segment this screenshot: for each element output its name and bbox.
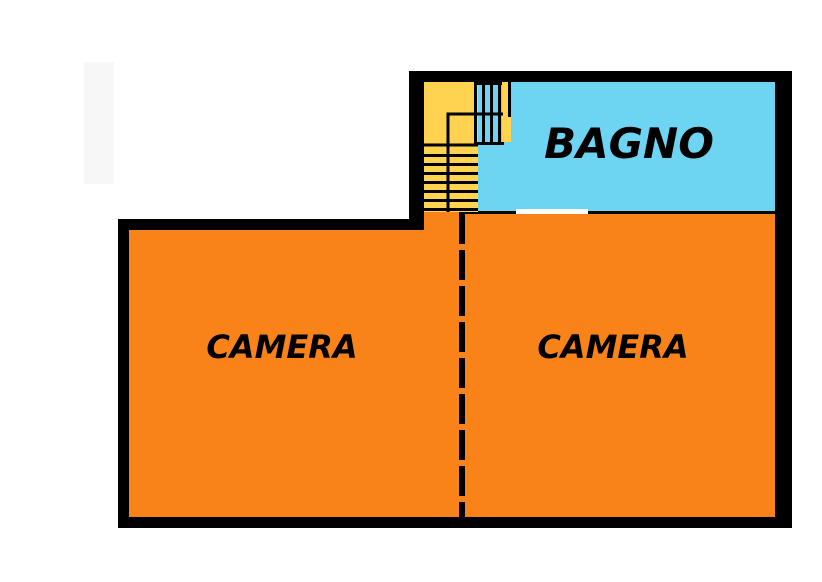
background-smudge <box>84 62 114 184</box>
bathroom-bedroom-wall <box>465 211 775 214</box>
bedroom-partition <box>459 212 465 517</box>
bathroom-label: BAGNO <box>544 119 714 168</box>
right-bedroom-label: CAMERA <box>537 328 688 366</box>
staircase <box>424 82 511 212</box>
left-bedroom-floor <box>129 212 459 517</box>
right-bedroom-floor <box>465 214 775 517</box>
left-bedroom-label: CAMERA <box>206 328 357 366</box>
bathroom-floor <box>478 82 775 211</box>
bathroom-door-opening <box>516 209 588 214</box>
